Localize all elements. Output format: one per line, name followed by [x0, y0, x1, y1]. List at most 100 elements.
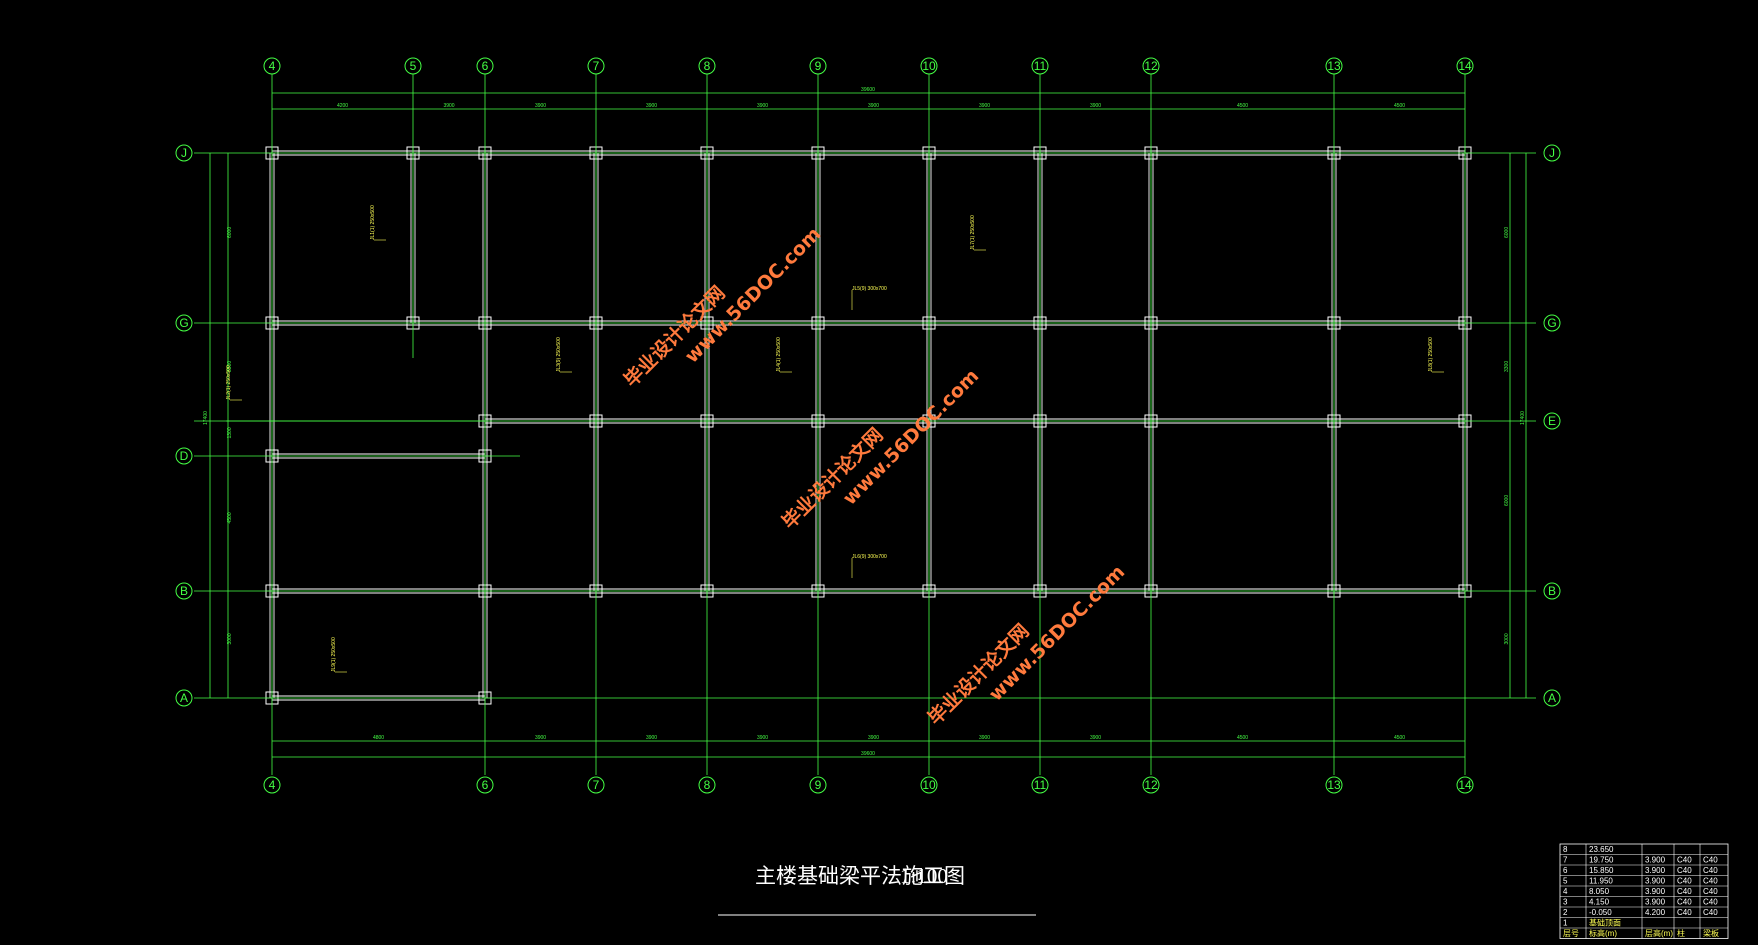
dimension-text: 3900: [757, 735, 768, 741]
axis-label: B: [180, 584, 188, 598]
axis-bubble-circle: [1325, 57, 1343, 75]
axis-bubble-circle: [175, 314, 193, 332]
table-border: [1559, 843, 1729, 939]
axis-bubble: 14: [1456, 776, 1474, 794]
table-header-cell: 梁板: [1703, 928, 1719, 938]
axis-bubble-circle: [1325, 776, 1343, 794]
dimension-text: 3300: [227, 361, 233, 372]
table-cell: C40: [1703, 877, 1718, 886]
table-cell: 1: [1563, 919, 1568, 928]
table-cell: C40: [1703, 866, 1718, 875]
axis-label: 12: [1144, 59, 1158, 73]
beam-note: JL4(1) 250x500: [776, 337, 792, 373]
dimension-text: 4500: [1237, 735, 1248, 741]
dimension-text: 6000: [1504, 227, 1510, 238]
axis-label: G: [1547, 316, 1556, 330]
table-cell: C40: [1677, 877, 1692, 886]
drawing-scale: 1:100: [900, 864, 948, 888]
dimension-text: 3000: [227, 633, 233, 644]
axis-bubble: 5: [404, 57, 422, 75]
axis-label: 4: [269, 59, 276, 73]
axis-label: 4: [269, 778, 276, 792]
table-cell: C40: [1677, 908, 1692, 917]
axis-bubble: G: [1543, 314, 1561, 332]
axis-bubble: J: [1543, 144, 1561, 162]
beam-note: JL3(9) 250x500: [556, 337, 572, 373]
axis-label: 14: [1458, 59, 1472, 73]
table-cell: C40: [1677, 866, 1692, 875]
table-header-cell: 层高(m): [1645, 928, 1673, 938]
axis-bubble: 7: [587, 776, 605, 794]
axis-bubble-circle: [476, 57, 494, 75]
beam-note: JL7(1) 250x500: [970, 215, 986, 251]
axis-bubble: 8: [698, 776, 716, 794]
foundation-beams: [269, 150, 1468, 701]
axis-bubble-circle: [698, 57, 716, 75]
axis-label: 6: [482, 778, 489, 792]
axis-bubble: 13: [1325, 776, 1343, 794]
axis-label: A: [180, 691, 188, 705]
dimension-text: 3900: [868, 735, 879, 741]
axis-bubble-circle: [1456, 57, 1474, 75]
drawing-title: 主楼基础梁平法施工图: [755, 864, 965, 888]
axis-label: 11: [1034, 59, 1047, 73]
table-cell: 5: [1563, 877, 1568, 886]
dimension-text-total: 17400: [203, 411, 209, 425]
columns: [265, 146, 1472, 705]
axis-bubble-circle: [404, 57, 422, 75]
axis-bubble-circle: [920, 776, 938, 794]
axis-bubble-circle: [1543, 689, 1561, 707]
table-cell: C40: [1703, 908, 1718, 917]
axis-bubble: 12: [1142, 776, 1160, 794]
axis-bubble: J: [175, 144, 193, 162]
axis-bubble-circle: [1543, 314, 1561, 332]
table-header-cell: 层号: [1563, 929, 1579, 938]
axis-label: A: [1548, 691, 1556, 705]
beam-note: JL2(1) 250x500: [226, 365, 242, 401]
table-cell: C40: [1703, 887, 1718, 896]
axis-label: 6: [482, 59, 489, 73]
table-cell: C40: [1703, 856, 1718, 865]
table-cell: 3.900: [1645, 866, 1666, 875]
dimension-text: 3900: [979, 735, 990, 741]
table-header-cell: 柱: [1677, 928, 1685, 938]
table-cell: 4.200: [1645, 908, 1666, 917]
table-cell: 3.900: [1645, 877, 1666, 886]
table-cell: 8.050: [1589, 887, 1610, 896]
axis-bubble-circle: [175, 447, 193, 465]
dimension-text: 4500: [1237, 103, 1248, 109]
axis-bubble: 12: [1142, 57, 1160, 75]
axis-label: 9: [815, 59, 822, 73]
axis-bubble: 14: [1456, 57, 1474, 75]
beam-note-text: JL3(9) 250x500: [556, 337, 562, 372]
axis-bubble-circle: [263, 776, 281, 794]
dimension-text: 4500: [227, 512, 233, 523]
beam-note-text: JL9(1) 250x500: [331, 637, 337, 672]
beam-note-text: JL4(1) 250x500: [776, 337, 782, 372]
axis-bubble: 10: [920, 776, 938, 794]
dimension-text-total: 39600: [861, 751, 875, 757]
table-cell: 7: [1563, 856, 1568, 865]
table-cell: 15.850: [1589, 866, 1614, 875]
axis-bubble: 4: [263, 776, 281, 794]
axis-bubble: 13: [1325, 57, 1343, 75]
axis-bubble-circle: [809, 776, 827, 794]
axis-bubble-circle: [175, 689, 193, 707]
axis-gridlines: [194, 74, 1536, 775]
axis-bubble: 4: [263, 57, 281, 75]
axis-label: J: [1549, 146, 1555, 160]
watermark-1: 毕业设计论文网 www.56DOC.com: [619, 223, 825, 392]
table-cell: 19.750: [1589, 856, 1614, 865]
table-cell: 基础顶面: [1589, 918, 1621, 928]
axis-bubble: 6: [476, 57, 494, 75]
table-cell: 3: [1563, 898, 1568, 907]
beam-note-text: JL6(9) 300x700: [852, 554, 887, 560]
beam-note-text: JL2(1) 250x500: [226, 365, 232, 400]
axis-bubble: A: [1543, 689, 1561, 707]
axis-bubble: A: [175, 689, 193, 707]
